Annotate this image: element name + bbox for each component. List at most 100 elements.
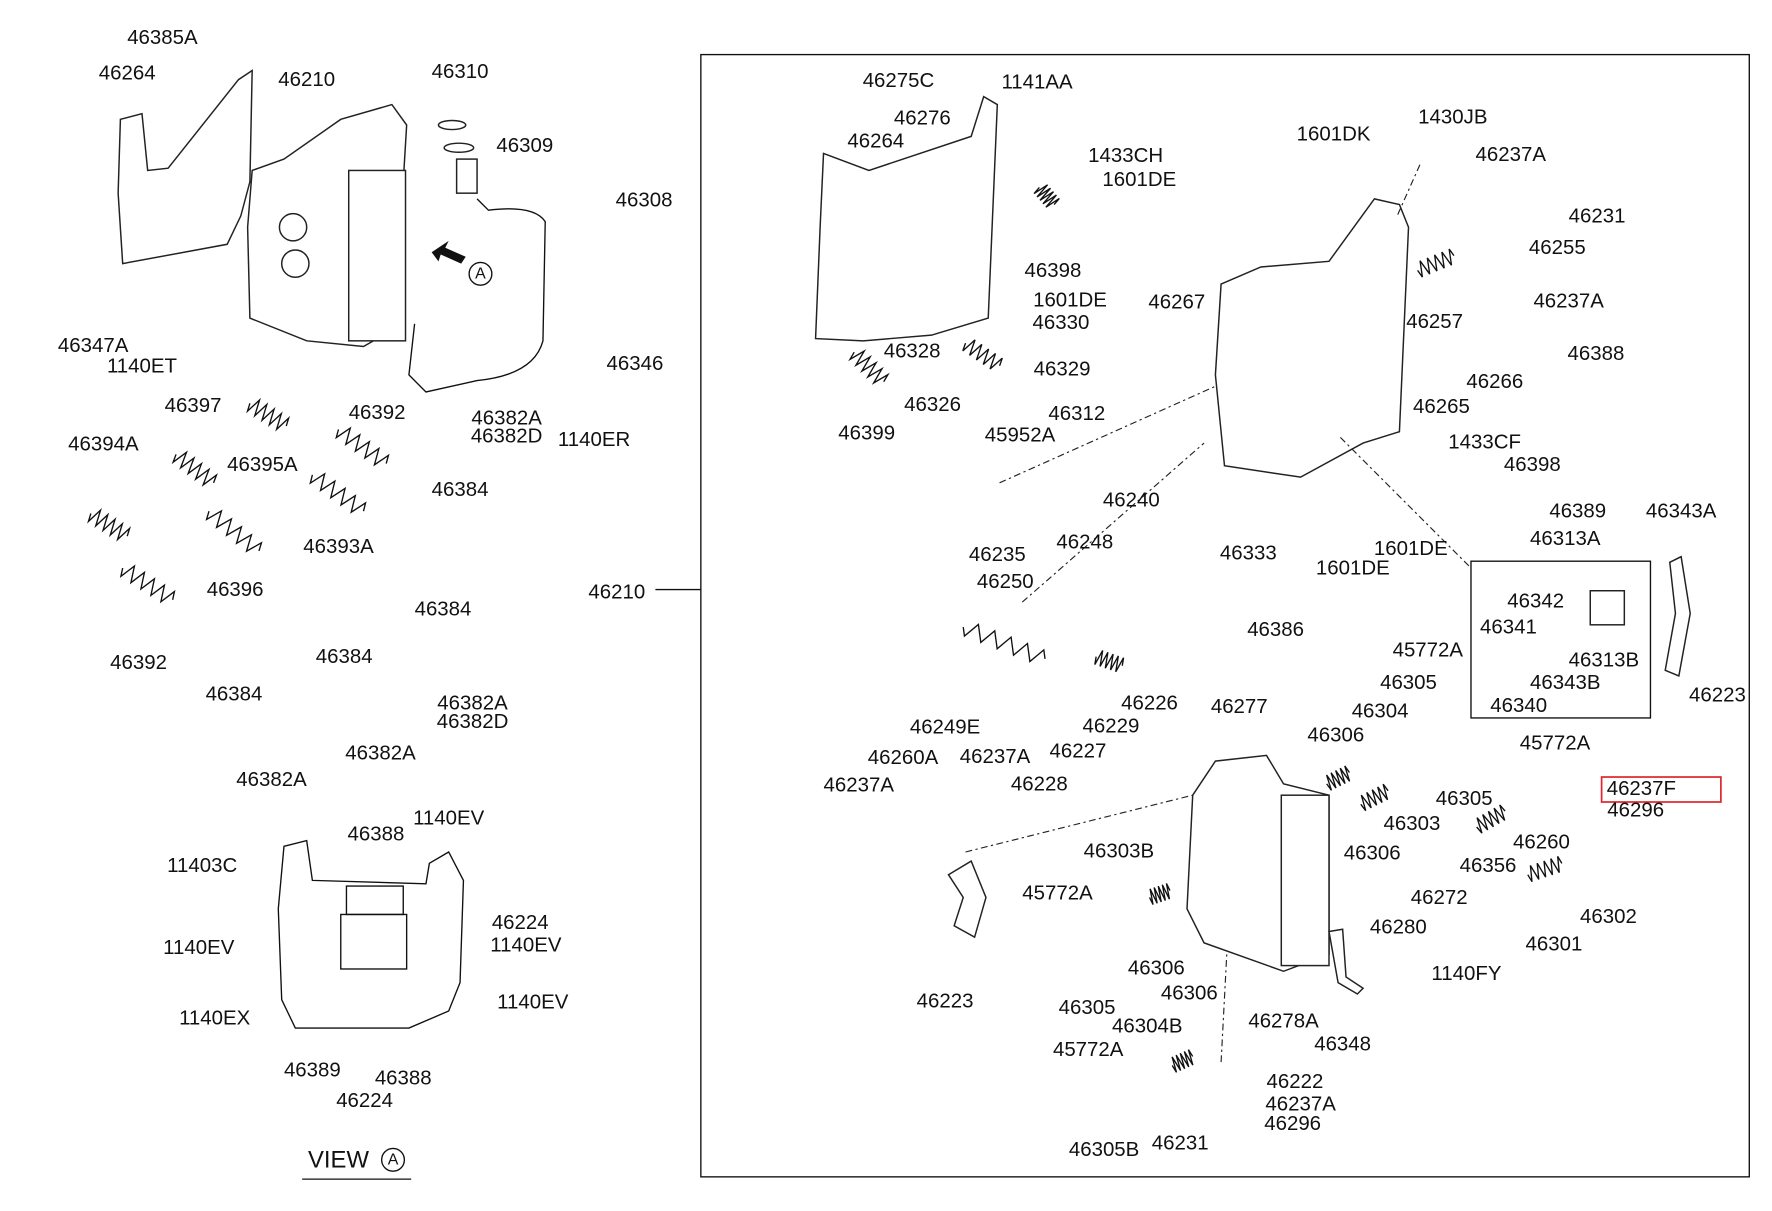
part-label-46341[interactable]: 46341 <box>1480 616 1537 639</box>
part-label-1601de[interactable]: 1601DE <box>1102 168 1176 191</box>
part-label-46277[interactable]: 46277 <box>1211 695 1268 718</box>
part-label-46250[interactable]: 46250 <box>977 570 1034 593</box>
part-label-46237a[interactable]: 46237A <box>1265 1093 1336 1116</box>
part-label-46382a[interactable]: 46382A <box>345 742 416 765</box>
part-label-46296[interactable]: 46296 <box>1264 1112 1321 1135</box>
part-label-46343b[interactable]: 46343B <box>1530 671 1600 694</box>
part-label-46265[interactable]: 46265 <box>1413 395 1470 418</box>
part-label-46305b[interactable]: 46305B <box>1069 1138 1139 1161</box>
part-label-1601de[interactable]: 1601DE <box>1374 537 1448 560</box>
part-label-46237a[interactable]: 46237A <box>1533 290 1604 313</box>
part-label-46393a[interactable]: 46393A <box>303 535 374 558</box>
part-label-46237a[interactable]: 46237A <box>1476 143 1547 166</box>
part-label-46210[interactable]: 46210 <box>278 68 335 91</box>
part-label-46267[interactable]: 46267 <box>1148 291 1205 314</box>
part-label-1140ev[interactable]: 1140EV <box>413 806 485 829</box>
part-label-46382d[interactable]: 46382D <box>437 710 509 733</box>
part-label-46306[interactable]: 46306 <box>1307 723 1364 746</box>
part-label-46333[interactable]: 46333 <box>1220 542 1277 565</box>
part-label-46310[interactable]: 46310 <box>432 60 489 83</box>
part-label-46356[interactable]: 46356 <box>1460 854 1517 877</box>
part-label-45772a[interactable]: 45772A <box>1022 881 1093 904</box>
part-label-1140ev[interactable]: 1140EV <box>490 934 562 957</box>
part-label-46308[interactable]: 46308 <box>616 188 673 211</box>
part-label-46210[interactable]: 46210 <box>588 580 645 603</box>
part-label-46235[interactable]: 46235 <box>969 543 1026 566</box>
part-label-46382a[interactable]: 46382A <box>437 692 508 715</box>
part-label-46264[interactable]: 46264 <box>847 129 904 152</box>
part-label-46264[interactable]: 46264 <box>99 61 156 84</box>
part-label-46329[interactable]: 46329 <box>1034 358 1091 381</box>
part-label-46398[interactable]: 46398 <box>1025 259 1082 282</box>
part-label-46303b[interactable]: 46303B <box>1084 839 1154 862</box>
part-label-1601dk[interactable]: 1601DK <box>1297 123 1371 146</box>
part-label-46343a[interactable]: 46343A <box>1646 500 1717 523</box>
part-label-46388[interactable]: 46388 <box>375 1067 432 1090</box>
part-label-46223[interactable]: 46223 <box>917 989 974 1012</box>
part-label-46276[interactable]: 46276 <box>894 107 951 130</box>
part-label-46389[interactable]: 46389 <box>284 1059 341 1082</box>
part-label-46304b[interactable]: 46304B <box>1112 1014 1182 1037</box>
part-label-46382d[interactable]: 46382D <box>471 425 543 448</box>
part-label-46223[interactable]: 46223 <box>1689 684 1746 707</box>
part-label-46260[interactable]: 46260 <box>1513 830 1570 853</box>
part-label-46384[interactable]: 46384 <box>316 645 373 668</box>
part-label-1601de[interactable]: 1601DE <box>1316 557 1390 580</box>
part-label-46296[interactable]: 46296 <box>1607 798 1664 821</box>
part-label-45772a[interactable]: 45772A <box>1393 638 1464 661</box>
part-label-46240[interactable]: 46240 <box>1103 488 1160 511</box>
part-label-46389[interactable]: 46389 <box>1549 500 1606 523</box>
part-label-46388[interactable]: 46388 <box>1568 342 1625 365</box>
part-label-1601de[interactable]: 1601DE <box>1033 288 1107 311</box>
part-label-46237a[interactable]: 46237A <box>824 773 895 796</box>
part-label-45772a[interactable]: 45772A <box>1053 1038 1124 1061</box>
part-label-46340[interactable]: 46340 <box>1490 694 1547 717</box>
part-label-46384[interactable]: 46384 <box>432 478 489 501</box>
part-label-1140ev[interactable]: 1140EV <box>163 936 235 959</box>
part-label-46255[interactable]: 46255 <box>1529 236 1586 259</box>
part-label-1433ch[interactable]: 1433CH <box>1088 144 1163 167</box>
part-label-46229[interactable]: 46229 <box>1082 714 1139 737</box>
part-label-46396[interactable]: 46396 <box>207 578 264 601</box>
part-label-46248[interactable]: 46248 <box>1056 530 1113 553</box>
part-label-46392[interactable]: 46392 <box>349 401 406 424</box>
part-label-46224[interactable]: 46224 <box>336 1089 393 1112</box>
part-label-1430jb[interactable]: 1430JB <box>1418 106 1487 129</box>
part-label-46231[interactable]: 46231 <box>1569 204 1626 227</box>
part-label-46326[interactable]: 46326 <box>904 393 961 416</box>
part-label-46272[interactable]: 46272 <box>1411 886 1468 909</box>
part-label-46301[interactable]: 46301 <box>1525 932 1582 955</box>
part-label-46231[interactable]: 46231 <box>1152 1131 1209 1154</box>
part-label-46313a[interactable]: 46313A <box>1530 527 1601 550</box>
part-label-46266[interactable]: 46266 <box>1466 370 1523 393</box>
part-label-46386[interactable]: 46386 <box>1247 618 1304 641</box>
part-label-46348[interactable]: 46348 <box>1314 1032 1371 1055</box>
part-label-46392[interactable]: 46392 <box>110 651 167 674</box>
part-label-46382a[interactable]: 46382A <box>236 768 307 791</box>
part-label-46304[interactable]: 46304 <box>1352 700 1409 723</box>
part-label-46385a[interactable]: 46385A <box>127 26 198 49</box>
part-label-46346[interactable]: 46346 <box>607 352 664 375</box>
part-label-46303[interactable]: 46303 <box>1383 812 1440 835</box>
part-label-46347a[interactable]: 46347A <box>58 334 129 357</box>
part-label-46384[interactable]: 46384 <box>415 597 472 620</box>
part-label-46302[interactable]: 46302 <box>1580 905 1637 928</box>
part-label-46257[interactable]: 46257 <box>1406 310 1463 333</box>
part-label-46395a[interactable]: 46395A <box>227 453 298 476</box>
part-label-46305[interactable]: 46305 <box>1059 996 1116 1019</box>
part-label-45952a[interactable]: 45952A <box>985 424 1056 447</box>
part-label-46330[interactable]: 46330 <box>1033 311 1090 334</box>
part-label-46260a[interactable]: 46260A <box>868 746 939 769</box>
part-label-46237f[interactable]: 46237F <box>1607 777 1676 800</box>
part-label-46275c[interactable]: 46275C <box>863 69 935 92</box>
part-label-46398[interactable]: 46398 <box>1504 453 1561 476</box>
part-label-45772a[interactable]: 45772A <box>1520 731 1591 754</box>
part-label-46328[interactable]: 46328 <box>884 340 941 363</box>
part-label-46305[interactable]: 46305 <box>1436 787 1493 810</box>
part-label-46249e[interactable]: 46249E <box>910 716 980 739</box>
part-label-1140fy[interactable]: 1140FY <box>1431 962 1501 985</box>
part-label-46280[interactable]: 46280 <box>1370 915 1427 938</box>
part-label-11403c[interactable]: 11403C <box>167 854 237 877</box>
part-label-46226[interactable]: 46226 <box>1121 692 1178 715</box>
part-label-46313b[interactable]: 46313B <box>1569 649 1639 672</box>
